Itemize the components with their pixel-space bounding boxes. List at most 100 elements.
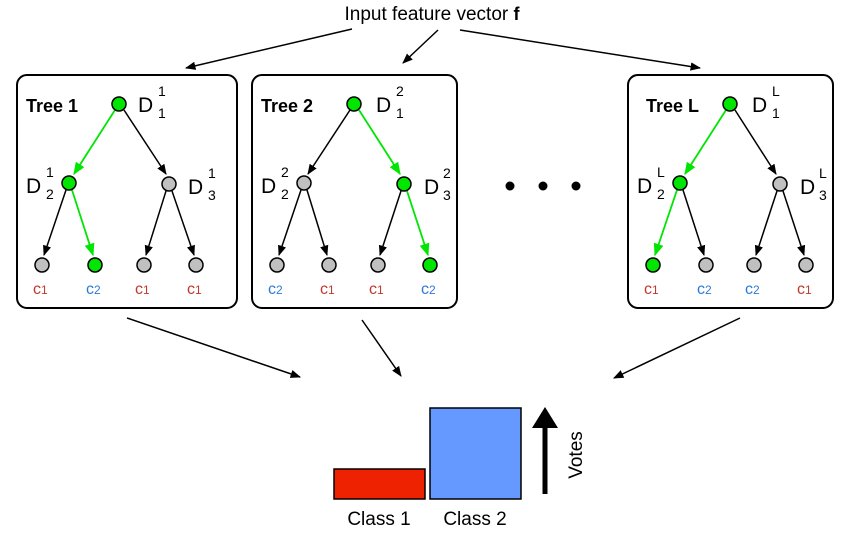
- tree-title-1: Tree 1: [26, 96, 78, 116]
- leaf-label: c2: [268, 281, 283, 298]
- leaf-inactive: [370, 257, 386, 273]
- tree-2-edges: [278, 109, 430, 257]
- node-label-letter: D: [752, 94, 767, 117]
- node-label-sup: L: [772, 83, 780, 99]
- node-right-active: [396, 176, 412, 192]
- edge-black: [171, 190, 195, 256]
- edge-black: [682, 189, 706, 256]
- edge-black: [43, 189, 67, 256]
- leaf-inactive: [136, 257, 152, 273]
- node-label-letter: D: [637, 175, 652, 198]
- tree-1-edges: [43, 109, 195, 257]
- node-right-inactive: [772, 176, 788, 192]
- node-left-inactive: [296, 175, 312, 191]
- class-1-bar: [333, 468, 426, 500]
- input-symbol: f: [514, 4, 521, 24]
- node-label-sub: 1: [396, 105, 404, 121]
- edge-black: [123, 109, 167, 175]
- edge-black: [278, 189, 302, 256]
- leaf-label: c2: [745, 281, 760, 298]
- class-2-label: Class 2: [443, 509, 506, 530]
- votes-arrow: [532, 407, 558, 494]
- leaf-label: c2: [86, 281, 101, 298]
- votes-label: Votes: [566, 431, 587, 479]
- node-right-inactive: [161, 176, 177, 192]
- edge-black: [754, 190, 778, 256]
- leaf-label: c1: [320, 281, 335, 298]
- tree-2-node-labels: D 2 1 D 2 2 D 2 3: [261, 83, 451, 203]
- tree-2-nodes: [269, 96, 438, 273]
- input-title: Input feature vector f: [345, 4, 521, 25]
- leaf-label: c2: [421, 281, 436, 298]
- edge-black: [378, 190, 402, 256]
- edge-black: [307, 109, 351, 175]
- edge-green: [684, 109, 727, 176]
- node-label-sub: 2: [46, 186, 54, 202]
- node-label-letter: D: [188, 176, 203, 199]
- tree-title-L: Tree L: [646, 96, 699, 116]
- leaf-active: [422, 257, 438, 273]
- tree-1-node-labels: D 1 1 D 1 2 D 1 3: [26, 83, 216, 203]
- node-label-sub: 2: [657, 186, 665, 202]
- node-label-letter: D: [800, 176, 815, 199]
- leaf-inactive: [321, 257, 337, 273]
- node-label-sub: 1: [158, 105, 166, 121]
- input-arrows: [184, 28, 702, 71]
- node-label-sup: 2: [396, 83, 404, 99]
- node-left-active: [672, 175, 688, 191]
- node-left-active: [61, 175, 77, 191]
- edge-black: [734, 109, 777, 175]
- node-label-sub: 3: [208, 187, 216, 203]
- tree-box-L: [627, 74, 834, 309]
- node-label-sup: 1: [46, 164, 54, 180]
- node-root-active: [346, 96, 362, 112]
- edge-black: [306, 189, 329, 257]
- edge-black: [144, 190, 167, 257]
- node-label-sub: 3: [443, 187, 451, 203]
- leaf-inactive: [34, 257, 50, 273]
- input-label: Input feature vector: [345, 4, 514, 25]
- node-label-sup: 2: [443, 165, 451, 181]
- tree-L-node-labels: D L 1 D L 2 D L 3: [637, 83, 827, 203]
- tree-L-nodes: [645, 96, 814, 273]
- edge-green: [358, 109, 401, 176]
- tree-L-edges: [653, 109, 806, 257]
- edge-green: [73, 109, 116, 176]
- node-root-active: [722, 96, 738, 112]
- leaf-inactive: [798, 257, 814, 273]
- edge-green: [653, 189, 678, 257]
- tree-1-nodes: [34, 96, 204, 273]
- node-label-sup: 1: [208, 165, 216, 181]
- tree-title-2: Tree 2: [261, 96, 313, 116]
- node-label-sub: 2: [281, 186, 289, 202]
- leaf-active: [645, 257, 661, 273]
- node-label-sub: 3: [819, 187, 827, 203]
- node-label-letter: D: [138, 94, 153, 117]
- leaf-inactive: [746, 257, 762, 273]
- node-label-sub: 1: [772, 105, 780, 121]
- leaf-label: c1: [187, 281, 202, 298]
- leaf-label: c1: [135, 281, 150, 298]
- vote-arrows: [126, 317, 741, 379]
- leaf-labels: c1 c2 c1 c1 c2 c1 c1 c2 c1 c2 c2 c1: [33, 281, 812, 298]
- class-2-bar: [429, 407, 522, 500]
- node-label-letter: D: [261, 175, 276, 198]
- edge-black: [782, 190, 806, 256]
- leaf-inactive: [269, 257, 285, 273]
- leaf-active: [87, 257, 103, 273]
- tree-box-2: [251, 74, 458, 309]
- leaf-label: c1: [33, 281, 48, 298]
- node-label-letter: D: [26, 175, 41, 198]
- leaf-label: c1: [797, 281, 812, 298]
- node-label-sup: L: [657, 164, 665, 180]
- tree-box-1: [16, 74, 238, 309]
- node-label-sup: 1: [158, 83, 166, 99]
- leaf-label: c1: [644, 281, 659, 298]
- node-label-letter: D: [424, 176, 439, 199]
- edge-green: [71, 189, 95, 257]
- leaf-label: c2: [697, 281, 712, 298]
- node-label-sup: L: [819, 165, 827, 181]
- edge-green: [406, 190, 430, 257]
- node-label-sup: 2: [281, 164, 289, 180]
